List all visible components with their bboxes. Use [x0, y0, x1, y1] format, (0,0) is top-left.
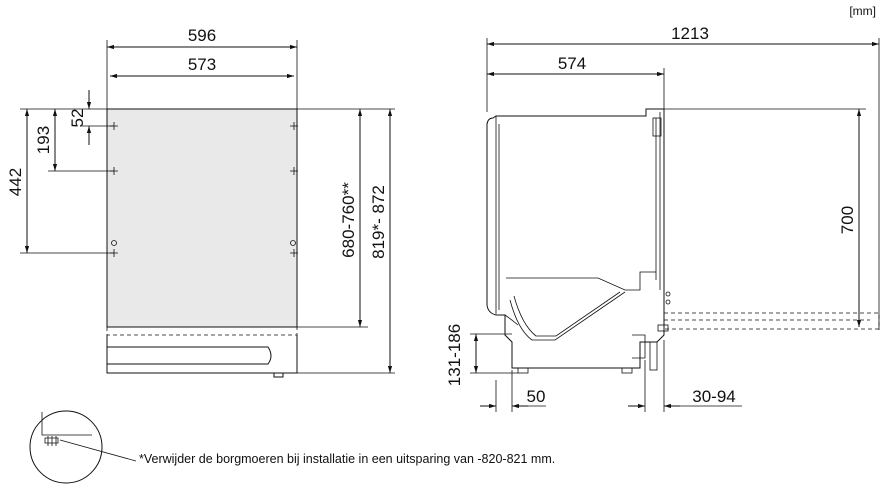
dim-total-depth: 1213 — [671, 24, 709, 43]
dim-width-outer: 596 — [188, 26, 216, 45]
dim-height: 700 — [838, 206, 857, 234]
front-plinth-dashed — [106, 326, 298, 336]
dim-door-gap: 30-94 — [692, 387, 735, 406]
door-panel-dashed — [664, 312, 880, 330]
appliance-side-outline — [486, 108, 665, 369]
dim-foot-offset: 50 — [527, 387, 546, 406]
dim-hole-low: 442 — [6, 168, 25, 196]
dim-hole-mid: 193 — [34, 126, 53, 154]
detail-lock-nut — [29, 410, 137, 484]
front-panel — [106, 108, 298, 328]
front-base-recess — [107, 346, 272, 365]
front-view: 596 573 52 193 442 680-760** 819*- 872 — [6, 26, 395, 378]
unit-label: [mm] — [849, 4, 876, 18]
dim-body-depth: 574 — [558, 54, 586, 73]
dim-width-inner: 573 — [188, 55, 216, 74]
dim-panel-height: 680-760** — [339, 182, 358, 258]
side-view: 1213 574 700 131-186 — [445, 24, 880, 412]
dim-foot-range: 131-186 — [445, 324, 464, 386]
dim-total-height: 819*- 872 — [369, 185, 388, 259]
dim-hole-top: 52 — [68, 109, 87, 128]
front-base — [106, 335, 298, 374]
footnote: *Verwijder de borgmoeren bij installatie… — [139, 452, 556, 466]
